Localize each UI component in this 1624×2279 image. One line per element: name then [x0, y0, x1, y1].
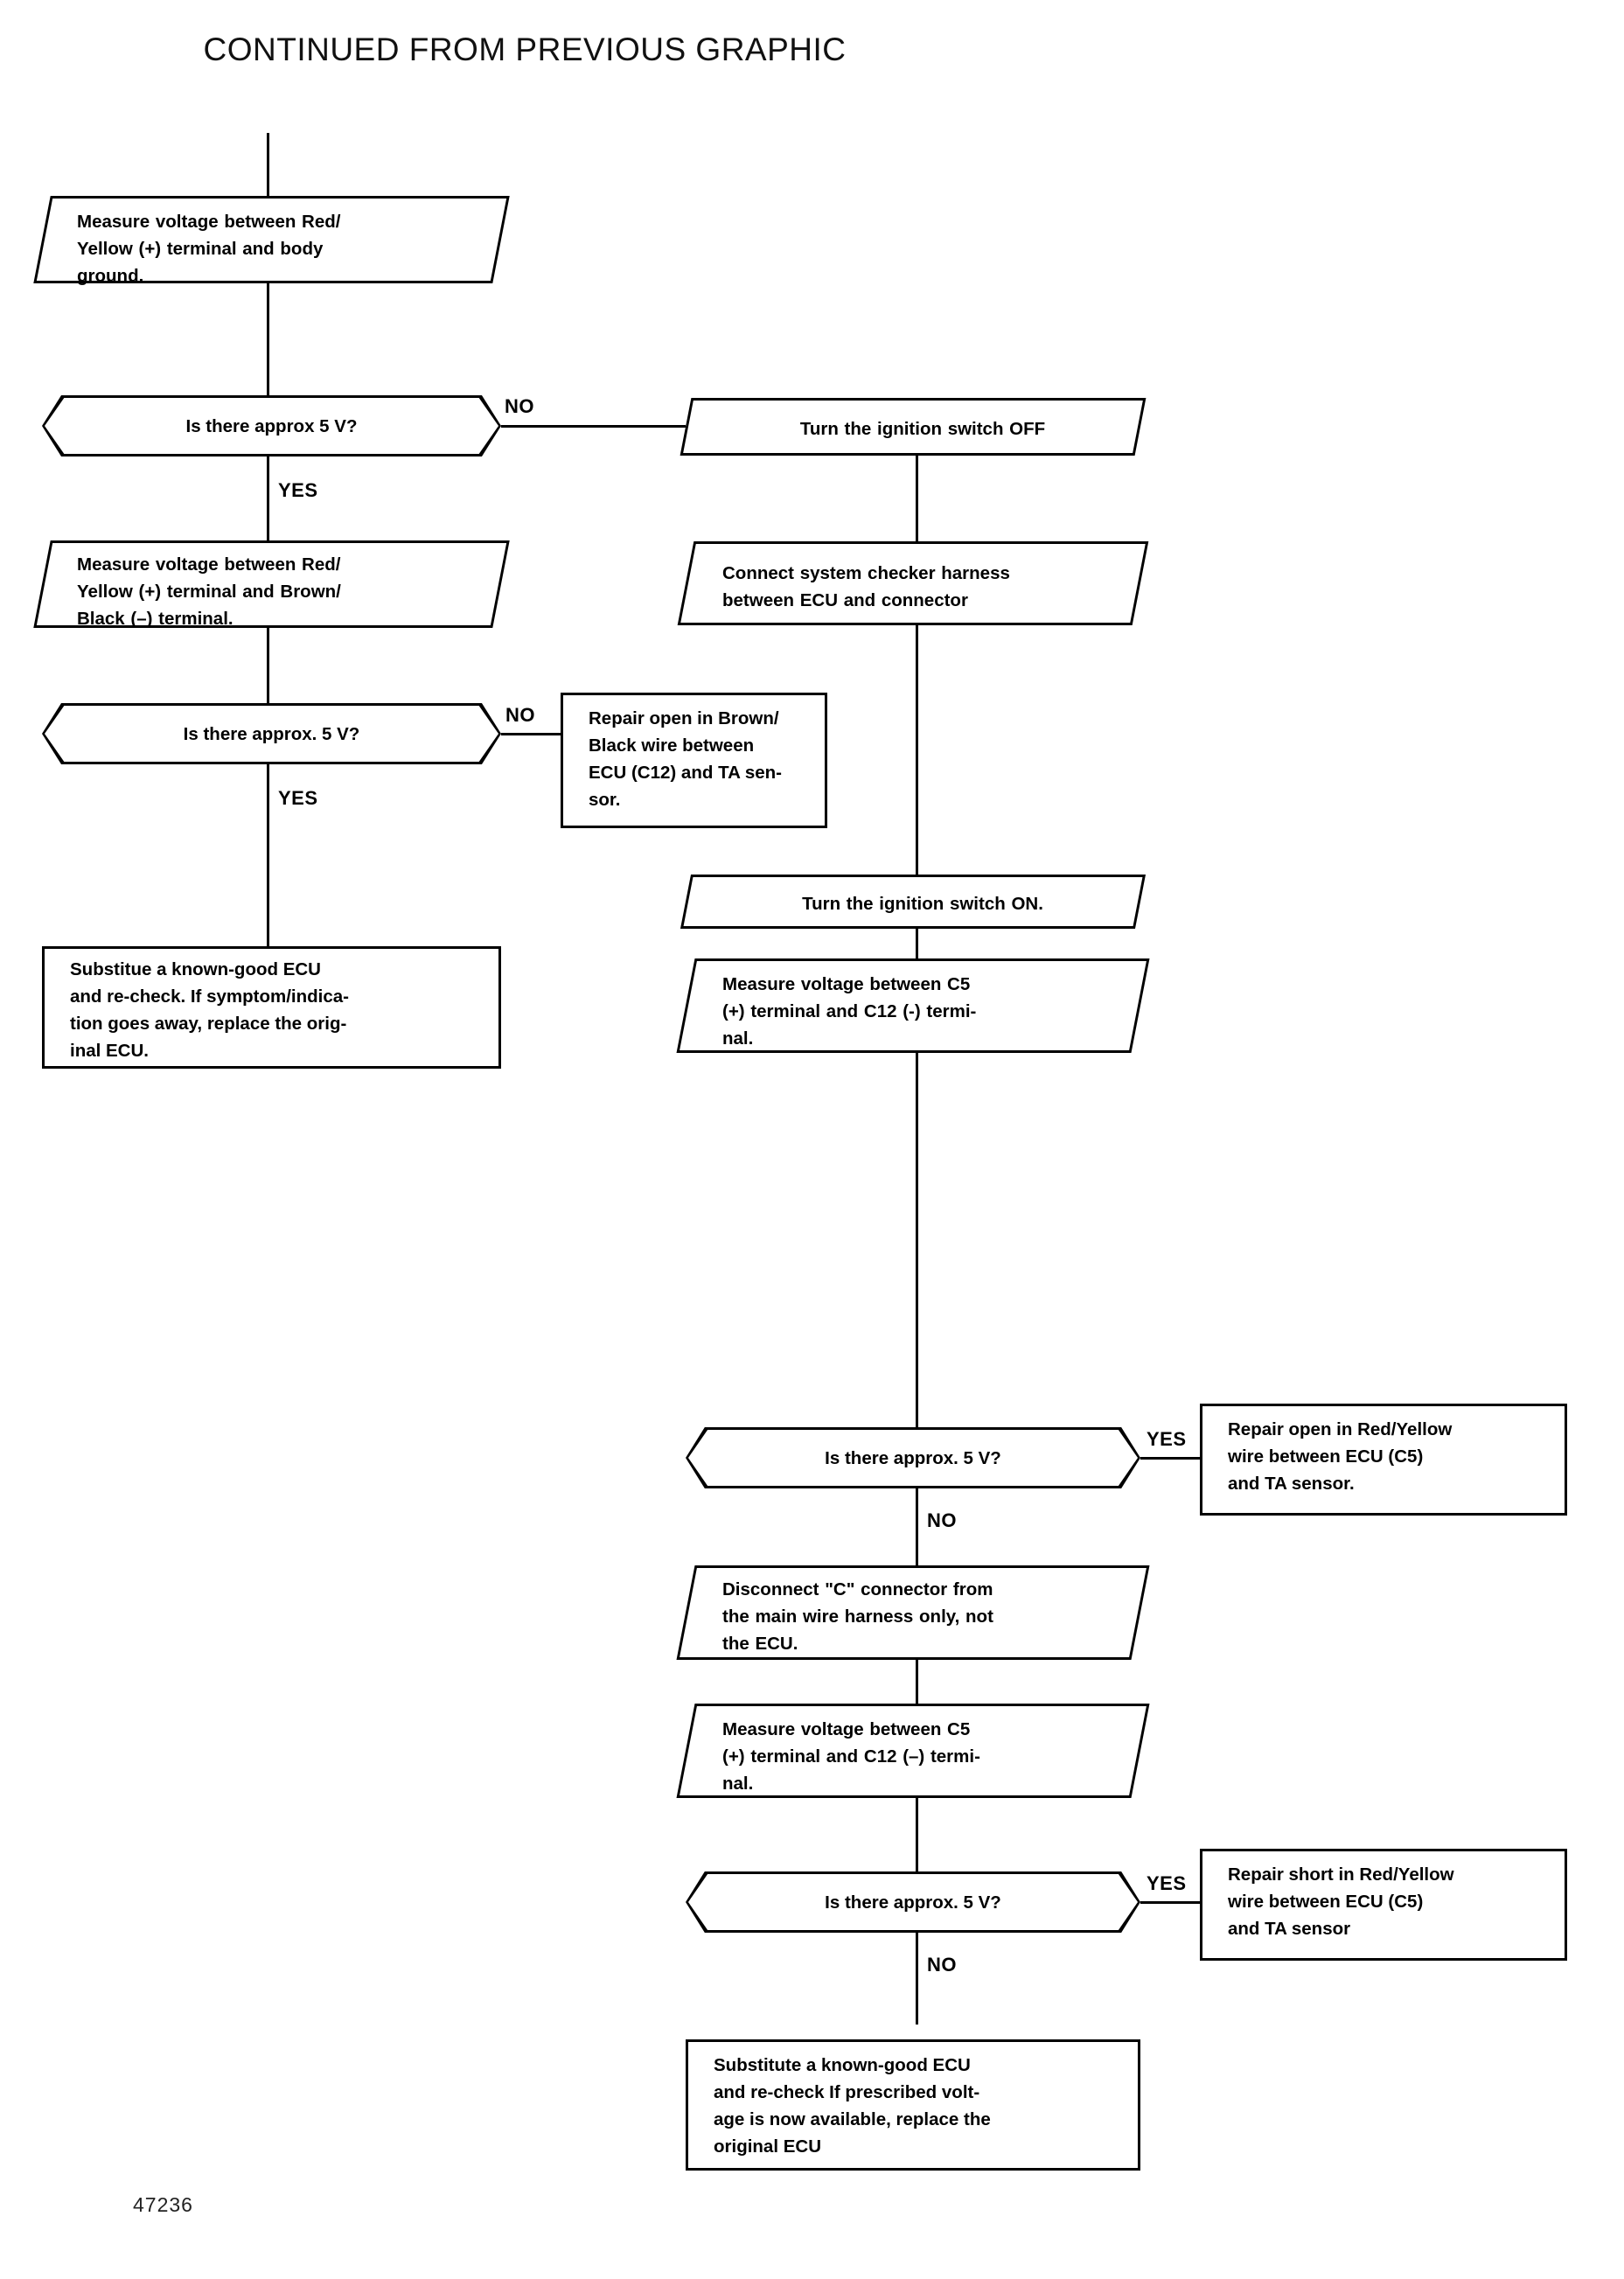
connector-decision3-no	[916, 1488, 918, 1569]
connector-measure-to-decision3	[916, 1053, 918, 1429]
branch-label-no-1: NO	[505, 395, 534, 417]
branch-label-no-3: NO	[927, 1509, 957, 1531]
node-measure-ry-bb-label: Measure voltage between Red/ Yellow (+) …	[77, 554, 341, 629]
decision-2-inner	[45, 706, 498, 762]
connector-decision1-no	[501, 425, 686, 428]
node-measure-c5-c12-a-label: Measure voltage between C5 (+) terminal …	[722, 974, 977, 1049]
connector-decision4-no	[916, 1933, 918, 2025]
branch-label-yes-2: YES	[278, 787, 318, 809]
connector-decision1-yes	[267, 456, 269, 544]
connector-disconnect-to-measure-b	[916, 1660, 918, 1705]
connector-ignitionon-to-measure	[916, 929, 918, 960]
node-repair-short-ry-label: Repair short in Red/Yellow wire between …	[1228, 1864, 1454, 1939]
node-substitute-ecu-bottom-label: Substitute a known-good ECU and re-check…	[714, 2055, 991, 2157]
node-decision-5v-4	[686, 1871, 1140, 1933]
node-repair-open-ry-label: Repair open in Red/Yellow wire between E…	[1228, 1419, 1453, 1494]
node-connect-harness-label: Connect system checker harness between E…	[722, 563, 1010, 610]
connector-decision2-no	[501, 733, 561, 735]
node-decision-5v-2	[42, 703, 501, 764]
connector-measure1-to-decision1	[267, 283, 269, 397]
branch-label-no-2: NO	[505, 704, 535, 726]
connector-decision2-yes	[267, 764, 269, 950]
node-decision-5v-1	[42, 395, 501, 456]
connector-decision4-yes	[1140, 1901, 1200, 1904]
node-measure-ry-ground-label: Measure voltage between Red/ Yellow (+) …	[77, 212, 341, 286]
node-ignition-on-label: Turn the ignition switch ON.	[802, 894, 1043, 914]
node-decision-5v-1-label: Is there approx 5 V?	[185, 416, 358, 436]
branch-label-no-4: NO	[927, 1954, 957, 1976]
footer-reference-code: 47236	[133, 2193, 193, 2216]
decision-3-inner	[688, 1430, 1138, 1486]
node-decision-5v-3-label: Is there approx. 5 V?	[825, 1448, 1001, 1468]
node-repair-open-bb	[561, 693, 827, 828]
node-repair-open-ry	[1200, 1404, 1567, 1516]
connector-decision3-yes	[1140, 1457, 1200, 1460]
connector-entry-top	[267, 133, 269, 196]
connector-harness-to-ignitionon	[916, 625, 918, 876]
node-disconnect-c-label: Disconnect "C" connector from the main w…	[722, 1579, 993, 1654]
node-substitute-ecu-left	[42, 946, 501, 1069]
node-ignition-off-label: Turn the ignition switch OFF	[799, 419, 1046, 439]
connector-ignitionoff-to-harness	[916, 456, 918, 543]
node-decision-5v-4-label: Is there approx. 5 V?	[825, 1892, 1001, 1913]
branch-label-yes-1: YES	[278, 479, 318, 501]
decision-4-inner	[688, 1874, 1138, 1930]
node-measure-c5-c12-b-label: Measure voltage between C5 (+) terminal …	[722, 1719, 980, 1794]
node-decision-5v-3	[686, 1427, 1140, 1488]
branch-label-yes-4: YES	[1147, 1872, 1187, 1894]
branch-label-yes-3: YES	[1147, 1428, 1187, 1450]
node-decision-5v-2-label: Is there approx. 5 V?	[183, 724, 360, 744]
node-repair-open-bb-label: Repair open in Brown/ Black wire between…	[589, 708, 782, 810]
node-repair-short-ry	[1200, 1849, 1567, 1961]
decision-1-inner	[45, 398, 498, 454]
page-title: CONTINUED FROM PREVIOUS GRAPHIC	[203, 31, 847, 67]
connector-measure-b-to-decision4	[916, 1798, 918, 1873]
connector-measure2-to-decision2	[267, 628, 269, 705]
node-substitute-ecu-left-label: Substitue a known-good ECU and re-check.…	[70, 959, 349, 1061]
node-substitute-ecu-bottom	[686, 2039, 1140, 2171]
